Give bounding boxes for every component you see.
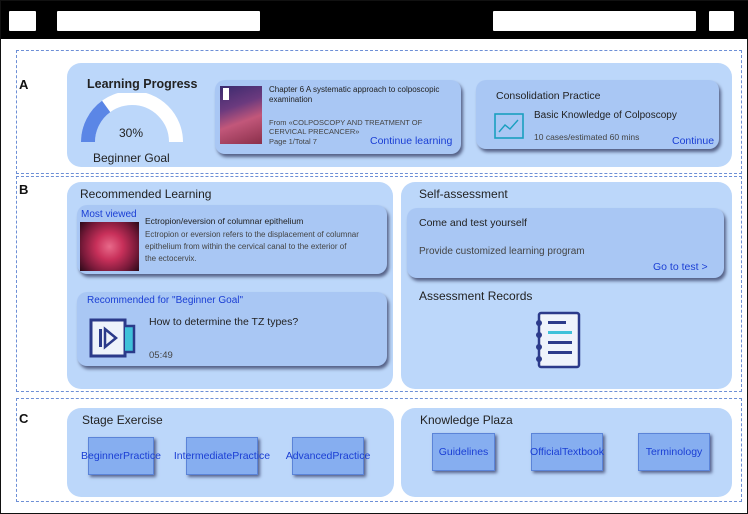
article-desc-line-3: the ectocervix. xyxy=(145,254,197,263)
chapter-pages: Page 1/Total 7 xyxy=(269,137,317,146)
section-c-outline xyxy=(16,398,742,502)
top-right-box[interactable] xyxy=(493,11,696,31)
video-duration: 05:49 xyxy=(149,350,173,361)
guidelines-button[interactable]: Guidelines xyxy=(432,433,495,471)
test-desc: Provide customized learning program xyxy=(419,246,585,257)
chapter-title: Chapter 6 A systematic approach to colpo… xyxy=(269,85,440,104)
notebook-icon[interactable] xyxy=(533,311,583,369)
section-b-label: B xyxy=(19,182,29,197)
consolidation-topic: Basic Knowledge of Colposcopy xyxy=(534,110,677,121)
self-assessment-panel: Self-assessment Come and test yourself P… xyxy=(401,182,732,389)
progress-goal: Beginner Goal xyxy=(93,151,170,165)
video-play-icon xyxy=(89,318,136,358)
progress-gauge xyxy=(81,93,183,143)
self-assessment-title: Self-assessment xyxy=(419,187,508,201)
recommended-title: Recommended Learning xyxy=(80,187,212,201)
button-line: Practice xyxy=(332,449,371,462)
section-b-outline xyxy=(16,176,742,392)
consolidation-card[interactable]: Consolidation Practice Basic Knowledge o… xyxy=(476,80,719,149)
knowledge-plaza-title: Knowledge Plaza xyxy=(420,413,513,427)
section-a-outline xyxy=(16,50,742,174)
chart-icon xyxy=(494,113,524,139)
continue-link[interactable]: Continue xyxy=(672,135,715,147)
progress-percent: 30% xyxy=(119,126,144,140)
recommended-panel: Recommended Learning Most viewed Ectropi… xyxy=(67,182,393,389)
assessment-records-title: Assessment Records xyxy=(419,289,533,303)
book-cover-image xyxy=(220,86,262,144)
article-title: Ectropion/eversion of columnar epitheliu… xyxy=(145,216,304,226)
button-line: Practice xyxy=(123,449,161,462)
terminology-button[interactable]: Terminology xyxy=(638,433,710,471)
video-card[interactable]: Recommended for "Beginner Goal" How to d… xyxy=(77,292,387,366)
section-c-label: C xyxy=(19,411,29,426)
stage-exercise-title: Stage Exercise xyxy=(82,413,163,427)
go-to-test-link[interactable]: Go to test > xyxy=(653,261,708,273)
most-viewed-label: Most viewed xyxy=(81,209,137,220)
chapter-source: From «COLPOSCOPY AND TREATMENT OF CERVIC… xyxy=(269,118,423,136)
recommended-for-label: Recommended for "Beginner Goal" xyxy=(87,295,244,306)
top-right-small-box[interactable] xyxy=(709,11,734,31)
learning-progress-title: Learning Progress xyxy=(87,77,198,91)
consolidation-meta: 10 cases/estimated 60 mins xyxy=(534,132,640,142)
top-left-box[interactable] xyxy=(9,11,36,31)
button-line: Terminology xyxy=(645,445,703,458)
progress-gauge-fill xyxy=(81,100,111,143)
continue-learning-link[interactable]: Continue learning xyxy=(370,135,453,147)
top-bar xyxy=(1,1,748,39)
top-search-box[interactable] xyxy=(57,11,260,31)
button-line: Guidelines xyxy=(438,445,489,458)
button-line: Official xyxy=(530,445,562,458)
chapter-card[interactable]: Chapter 6 A systematic approach to colpo… xyxy=(215,80,461,154)
test-card[interactable]: Come and test yourself Provide customize… xyxy=(407,208,724,278)
button-line: Textbook xyxy=(561,445,604,458)
cervix-image xyxy=(80,222,139,271)
article-card[interactable]: Most viewed Ectropion/eversion of column… xyxy=(77,205,387,274)
section-a-label: A xyxy=(19,77,29,92)
article-desc-line-2: epithelium from within the cervical cana… xyxy=(145,242,347,251)
button-line: Advanced xyxy=(285,449,333,462)
video-title: How to determine the TZ types? xyxy=(149,316,299,328)
consolidation-title: Consolidation Practice xyxy=(496,90,601,102)
progress-panel: Learning Progress 30% Beginner Goal Chap… xyxy=(67,63,732,167)
button-line: Beginner xyxy=(81,449,124,462)
button-line: Practice xyxy=(232,449,271,462)
test-heading: Come and test yourself xyxy=(419,217,527,229)
article-desc-line-1: Ectropion or eversion refers to the disp… xyxy=(145,230,359,239)
button-line: Intermediate xyxy=(173,449,233,462)
